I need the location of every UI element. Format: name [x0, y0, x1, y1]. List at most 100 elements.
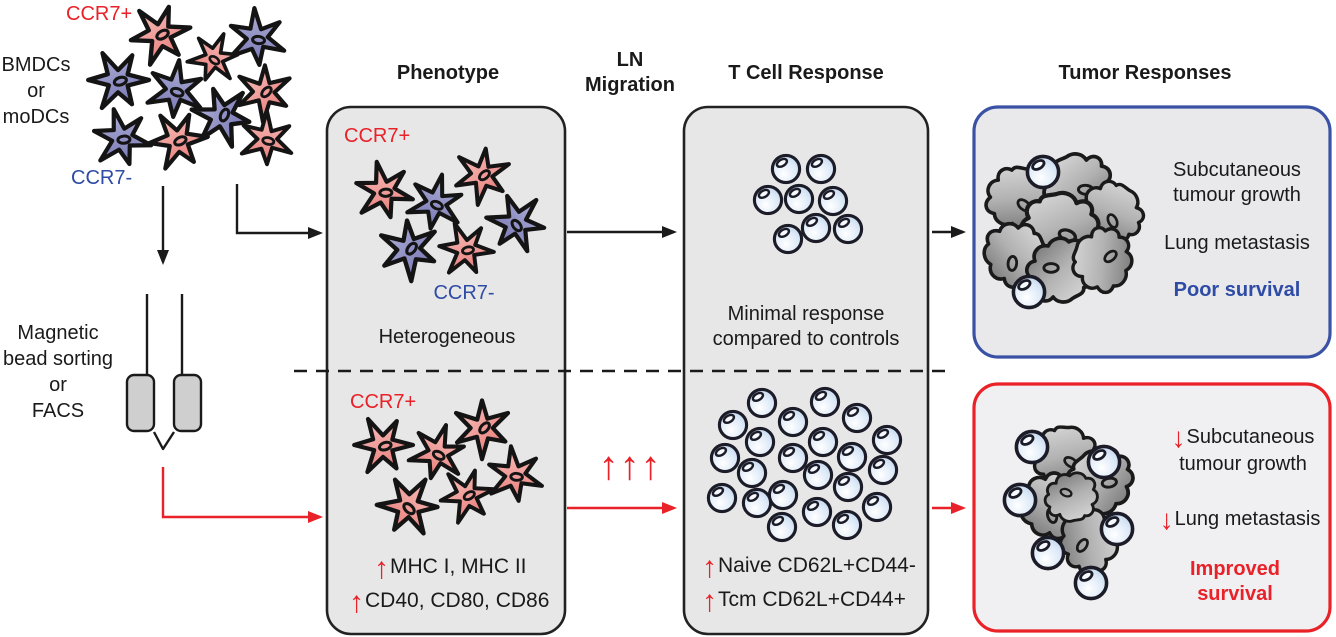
dendritic-cell-icon	[88, 106, 158, 172]
t-cell-icon	[805, 153, 837, 185]
sorting-line-3: or	[49, 374, 67, 396]
t-cell-icon	[867, 454, 899, 486]
tumor-bottom-growth-line-2: tumour growth	[1179, 453, 1307, 475]
phenotype-top-ccr7pos-label: CCR7+	[344, 125, 411, 147]
t-cell-icon	[709, 442, 741, 474]
t-cell-icon	[736, 457, 768, 489]
t-cell-caption-line-1: Minimal response	[727, 303, 885, 325]
tumor-top-growth-line-1: Subcutaneous	[1173, 159, 1301, 181]
source-cell-line-3: moDCs	[2, 106, 70, 128]
up-arrow-icon: ↑	[702, 551, 717, 584]
sorting-line-4: FACS	[31, 400, 85, 422]
arrow-sorted-to-phenotype	[161, 467, 323, 523]
t-cell-icon	[777, 442, 809, 474]
t-cell-icon	[777, 406, 809, 438]
source-ccr7-positive-label: CCR7+	[66, 3, 133, 25]
t-cell-bottom-line-2: ↑Tcm CD62L+CD44+	[702, 587, 906, 617]
header-t-cell-response: T Cell Response	[728, 62, 884, 84]
header-ln-migration: LN Migration	[585, 48, 675, 98]
t-cell-icon	[1011, 274, 1047, 310]
tumor-top-survival-label: Poor survival	[1173, 279, 1301, 301]
phenotype-markers-line-1: ↑MHC I, MHC II	[374, 554, 527, 584]
t-cell-icon	[766, 511, 798, 543]
t-cell-icon	[807, 426, 839, 458]
sorting-line-2: bead sorting	[2, 348, 114, 370]
sorting-line-1: Magnetic	[17, 322, 99, 344]
source-dc-cluster	[88, 1, 304, 175]
dendritic-cell-icon	[231, 105, 303, 175]
up-arrow-icon: ↑	[349, 586, 364, 619]
t-cell-icon	[871, 424, 903, 456]
tumor-bottom-survival-label: Improved survival	[1190, 557, 1280, 607]
t-cell-icon	[832, 213, 864, 245]
down-arrow-icon: ↓	[1171, 422, 1186, 453]
t-cell-icon	[706, 482, 738, 514]
tumor-bottom-survival-line-2: survival	[1197, 583, 1273, 605]
t-cell-icon	[717, 409, 749, 441]
phenotype-top-caption: Heterogeneous	[378, 326, 516, 348]
t-cell-icon	[832, 471, 864, 503]
arrow-unsorted-to-phenotype	[235, 184, 323, 239]
dendritic-cell-icon	[88, 53, 149, 108]
header-ln-line-1: LN	[616, 49, 644, 71]
source-cell-type-label: BMDCs or moDCs	[2, 52, 71, 130]
t-cell-tcm-text: Tcm CD62L+CD44+	[718, 588, 906, 611]
t-cell-top-caption: Minimal response compared to controls	[713, 302, 900, 352]
t-cell-icon	[817, 185, 849, 217]
t-cell-icon	[809, 386, 841, 418]
tumor-bottom-survival-line-1: Improved	[1189, 558, 1281, 580]
t-cell-icon	[1086, 444, 1122, 480]
t-cell-icon	[802, 459, 834, 491]
t-cell-icon	[841, 402, 873, 434]
t-cell-icon	[783, 183, 815, 215]
t-cell-bottom-line-1: ↑Naive CD62L+CD44-	[702, 553, 916, 583]
phenotype-markers-line-2: ↑CD40, CD80, CD86	[349, 588, 549, 618]
t-cell-icon	[1002, 482, 1038, 518]
t-cell-icon	[746, 387, 778, 419]
t-cell-icon	[861, 491, 893, 523]
t-cell-icon	[744, 426, 776, 458]
t-cell-naive-text: Naive CD62L+CD44-	[718, 554, 916, 577]
t-cell-icon	[831, 509, 863, 541]
t-cell-icon	[741, 487, 773, 519]
sorting-column-icon	[125, 294, 203, 451]
up-arrow-icon: ↑	[702, 585, 717, 618]
t-cell-icon	[801, 496, 833, 528]
header-phenotype: Phenotype	[396, 62, 500, 84]
tumor-bottom-metastasis-label: ↓Lung metastasis	[1160, 506, 1321, 534]
source-cell-line-2: or	[27, 80, 45, 102]
dendritic-cell-icon	[147, 111, 211, 170]
t-cell-icon	[1014, 429, 1050, 465]
source-cell-line-1: BMDCs	[1, 54, 71, 76]
t-cell-icon	[772, 223, 804, 255]
tumor-top-growth-label: Subcutaneous tumour growth	[1173, 158, 1301, 208]
t-cell-caption-line-2: compared to controls	[712, 328, 900, 350]
tumor-bottom-growth-text: Subcutaneous	[1186, 426, 1315, 448]
dendritic-cell-icon	[219, 2, 295, 75]
t-cell-icon	[770, 153, 802, 185]
header-tumor-responses: Tumor Responses	[1058, 62, 1232, 84]
source-ccr7-negative-label: CCR7-	[71, 167, 133, 189]
dendritic-cell-icon	[125, 1, 196, 67]
down-arrow-icon: ↓	[1159, 504, 1174, 535]
phenotype-markers-2-text: CD40, CD80, CD86	[365, 589, 550, 612]
t-cell-icon	[1099, 511, 1135, 547]
phenotype-top-ccr7neg-label: CCR7-	[433, 282, 495, 304]
t-cell-icon	[752, 184, 784, 216]
tumor-top-metastasis-label: Lung metastasis	[1164, 232, 1310, 254]
tumor-bottom-growth-label: ↓Subcutaneous tumour growth	[1172, 424, 1315, 477]
t-cell-icon	[1073, 565, 1109, 601]
t-cell-icon	[800, 212, 832, 244]
tumor-bottom-metastasis-text: Lung metastasis	[1174, 508, 1321, 530]
t-cell-icon	[1030, 535, 1066, 571]
t-cell-icon	[836, 441, 868, 473]
t-cell-icon	[767, 479, 799, 511]
tumor-top-growth-line-2: tumour growth	[1173, 184, 1301, 206]
tumor-bottom-growth-line-1: ↓Subcutaneous	[1172, 424, 1315, 452]
sorting-method-label: Magnetic bead sorting or FACS	[3, 320, 113, 424]
migration-increase-arrows: ↑↑↑	[598, 444, 662, 488]
phenotype-bottom-ccr7pos-label: CCR7+	[350, 391, 417, 413]
t-cell-icon	[1025, 154, 1061, 190]
